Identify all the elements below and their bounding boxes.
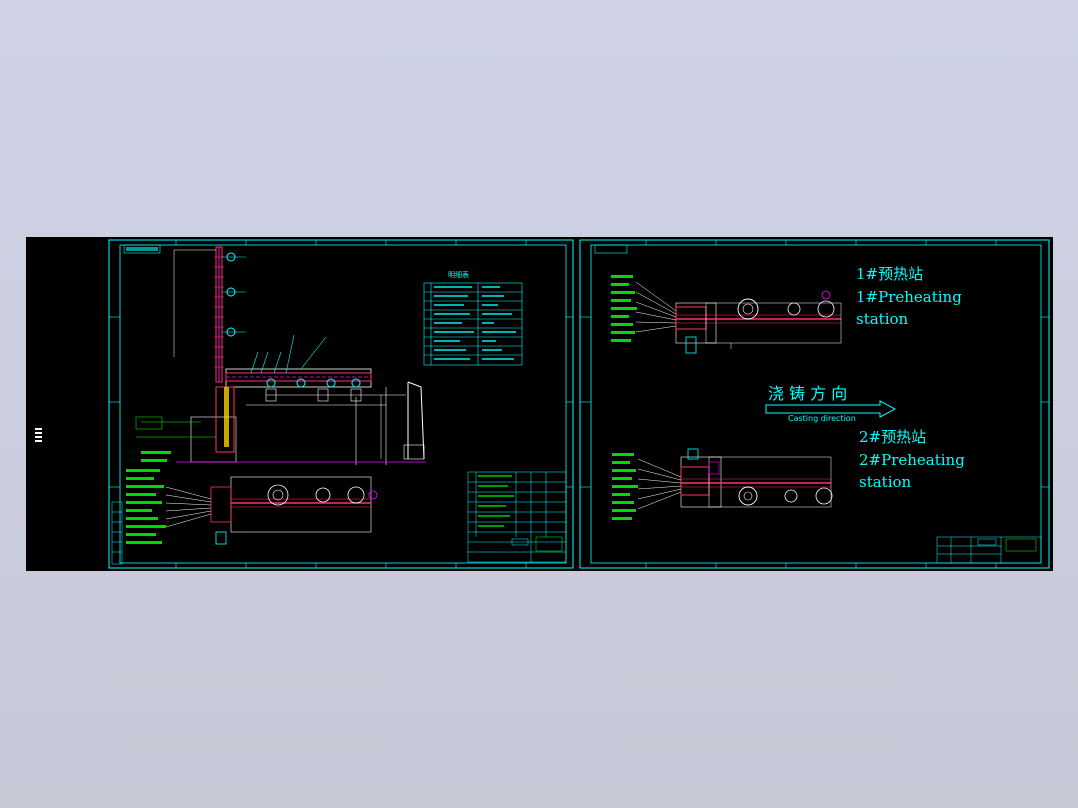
casting-direction-en: Casting direction [788, 414, 856, 423]
casting-direction-cn: 浇 铸 方 向 [768, 384, 847, 403]
station-2-label-en: 2#Preheating [859, 451, 965, 469]
station-1-label-cn: 1#预热站 [856, 265, 923, 283]
plan-view-left [126, 451, 378, 545]
base-assembly [135, 386, 426, 463]
side-marker [35, 428, 42, 442]
left-drawing-sheet[interactable]: 明细表 [108, 239, 574, 569]
casting-direction-indicator: 浇 铸 方 向 Casting direction [765, 384, 897, 423]
parts-list-table[interactable]: 明细表 [423, 270, 523, 366]
gantry-frame [266, 381, 425, 460]
right-title-block[interactable] [936, 536, 1042, 564]
direction-arrow-icon [765, 400, 897, 418]
right-drawing-sheet[interactable]: 1#预热站 1#Preheating station 浇 铸 方 向 Casti… [579, 239, 1050, 569]
preheating-station-2 [612, 448, 833, 520]
vertical-tower [173, 246, 246, 383]
preheating-station-1 [611, 275, 842, 354]
station-2-label-cn: 2#预热站 [859, 428, 926, 446]
cad-viewport[interactable]: 明细表 [26, 237, 1053, 571]
parts-table-title: 明细表 [448, 270, 469, 279]
cad-drawing: 明细表 [35, 239, 1050, 569]
station-2-label-en-2: station [859, 473, 912, 491]
station-1-label-en: 1#Preheating [856, 288, 962, 306]
left-title-block[interactable] [467, 471, 567, 563]
horizontal-boom [225, 334, 387, 465]
station-1-label-en-2: station [856, 310, 909, 328]
